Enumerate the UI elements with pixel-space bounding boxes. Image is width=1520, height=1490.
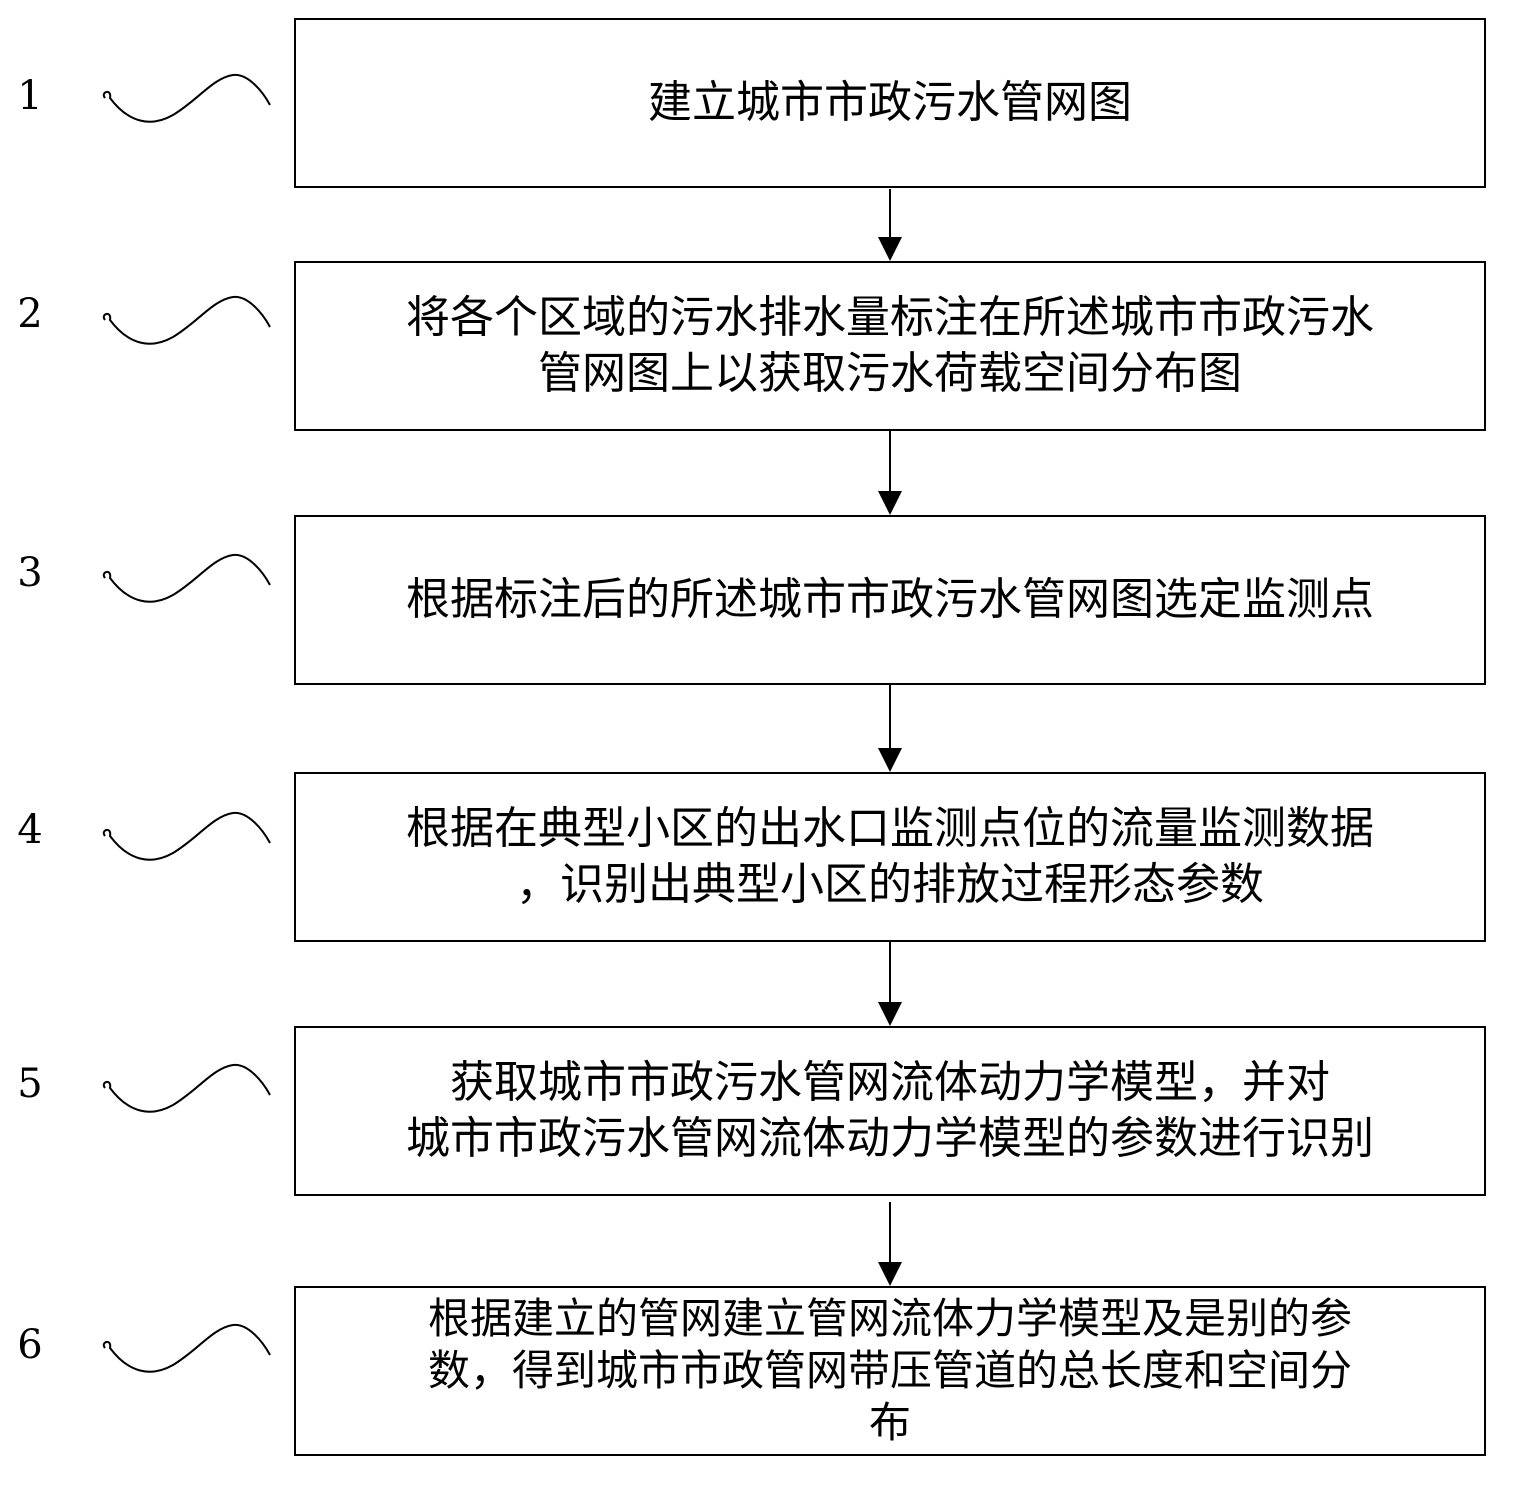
arrow-5-to-6 <box>878 1202 902 1286</box>
step-box-1: 建立城市市政污水管网图 <box>294 18 1486 188</box>
step-text-3: 根据标注后的所述城市市政污水管网图选定监测点 <box>406 574 1374 625</box>
arrow-1-to-2 <box>878 189 902 261</box>
arrow-4-to-5 <box>878 942 902 1026</box>
step-number-4: 4 <box>17 807 43 853</box>
leader-line-4 <box>102 811 271 861</box>
step-number-2: 2 <box>17 291 43 337</box>
step-number-5: 5 <box>17 1061 43 1107</box>
step-box-2: 将各个区域的污水排水量标注在所述城市市政污水 管网图上以获取污水荷载空间分布图 <box>294 261 1486 431</box>
leader-line-1 <box>102 73 271 123</box>
step-box-3: 根据标注后的所述城市市政污水管网图选定监测点 <box>294 515 1486 685</box>
leader-line-2 <box>102 295 271 345</box>
step-text-2: 将各个区域的污水排水量标注在所述城市市政污水 管网图上以获取污水荷载空间分布图 <box>406 292 1374 399</box>
step-text-5: 获取城市市政污水管网流体动力学模型，并对 城市市政污水管网流体动力学模型的参数进… <box>406 1057 1374 1164</box>
leader-line-5 <box>102 1063 271 1113</box>
step-text-1: 建立城市市政污水管网图 <box>648 77 1132 128</box>
step-text-6: 根据建立的管网建立管网流体力学模型及是别的参 数，得到城市市政管网带压管道的总长… <box>427 1294 1352 1447</box>
leader-line-6 <box>102 1323 271 1373</box>
step-box-6: 根据建立的管网建立管网流体力学模型及是别的参 数，得到城市市政管网带压管道的总长… <box>294 1286 1486 1456</box>
arrow-3-to-4 <box>878 685 902 772</box>
step-box-5: 获取城市市政污水管网流体动力学模型，并对 城市市政污水管网流体动力学模型的参数进… <box>294 1026 1486 1196</box>
arrow-2-to-3 <box>878 431 902 515</box>
leader-line-3 <box>102 553 271 603</box>
step-number-1: 1 <box>17 73 43 119</box>
step-number-3: 3 <box>17 550 43 596</box>
step-text-4: 根据在典型小区的出水口监测点位的流量监测数据 ，识别出典型小区的排放过程形态参数 <box>406 803 1374 910</box>
step-box-4: 根据在典型小区的出水口监测点位的流量监测数据 ，识别出典型小区的排放过程形态参数 <box>294 772 1486 942</box>
step-number-6: 6 <box>17 1322 43 1368</box>
